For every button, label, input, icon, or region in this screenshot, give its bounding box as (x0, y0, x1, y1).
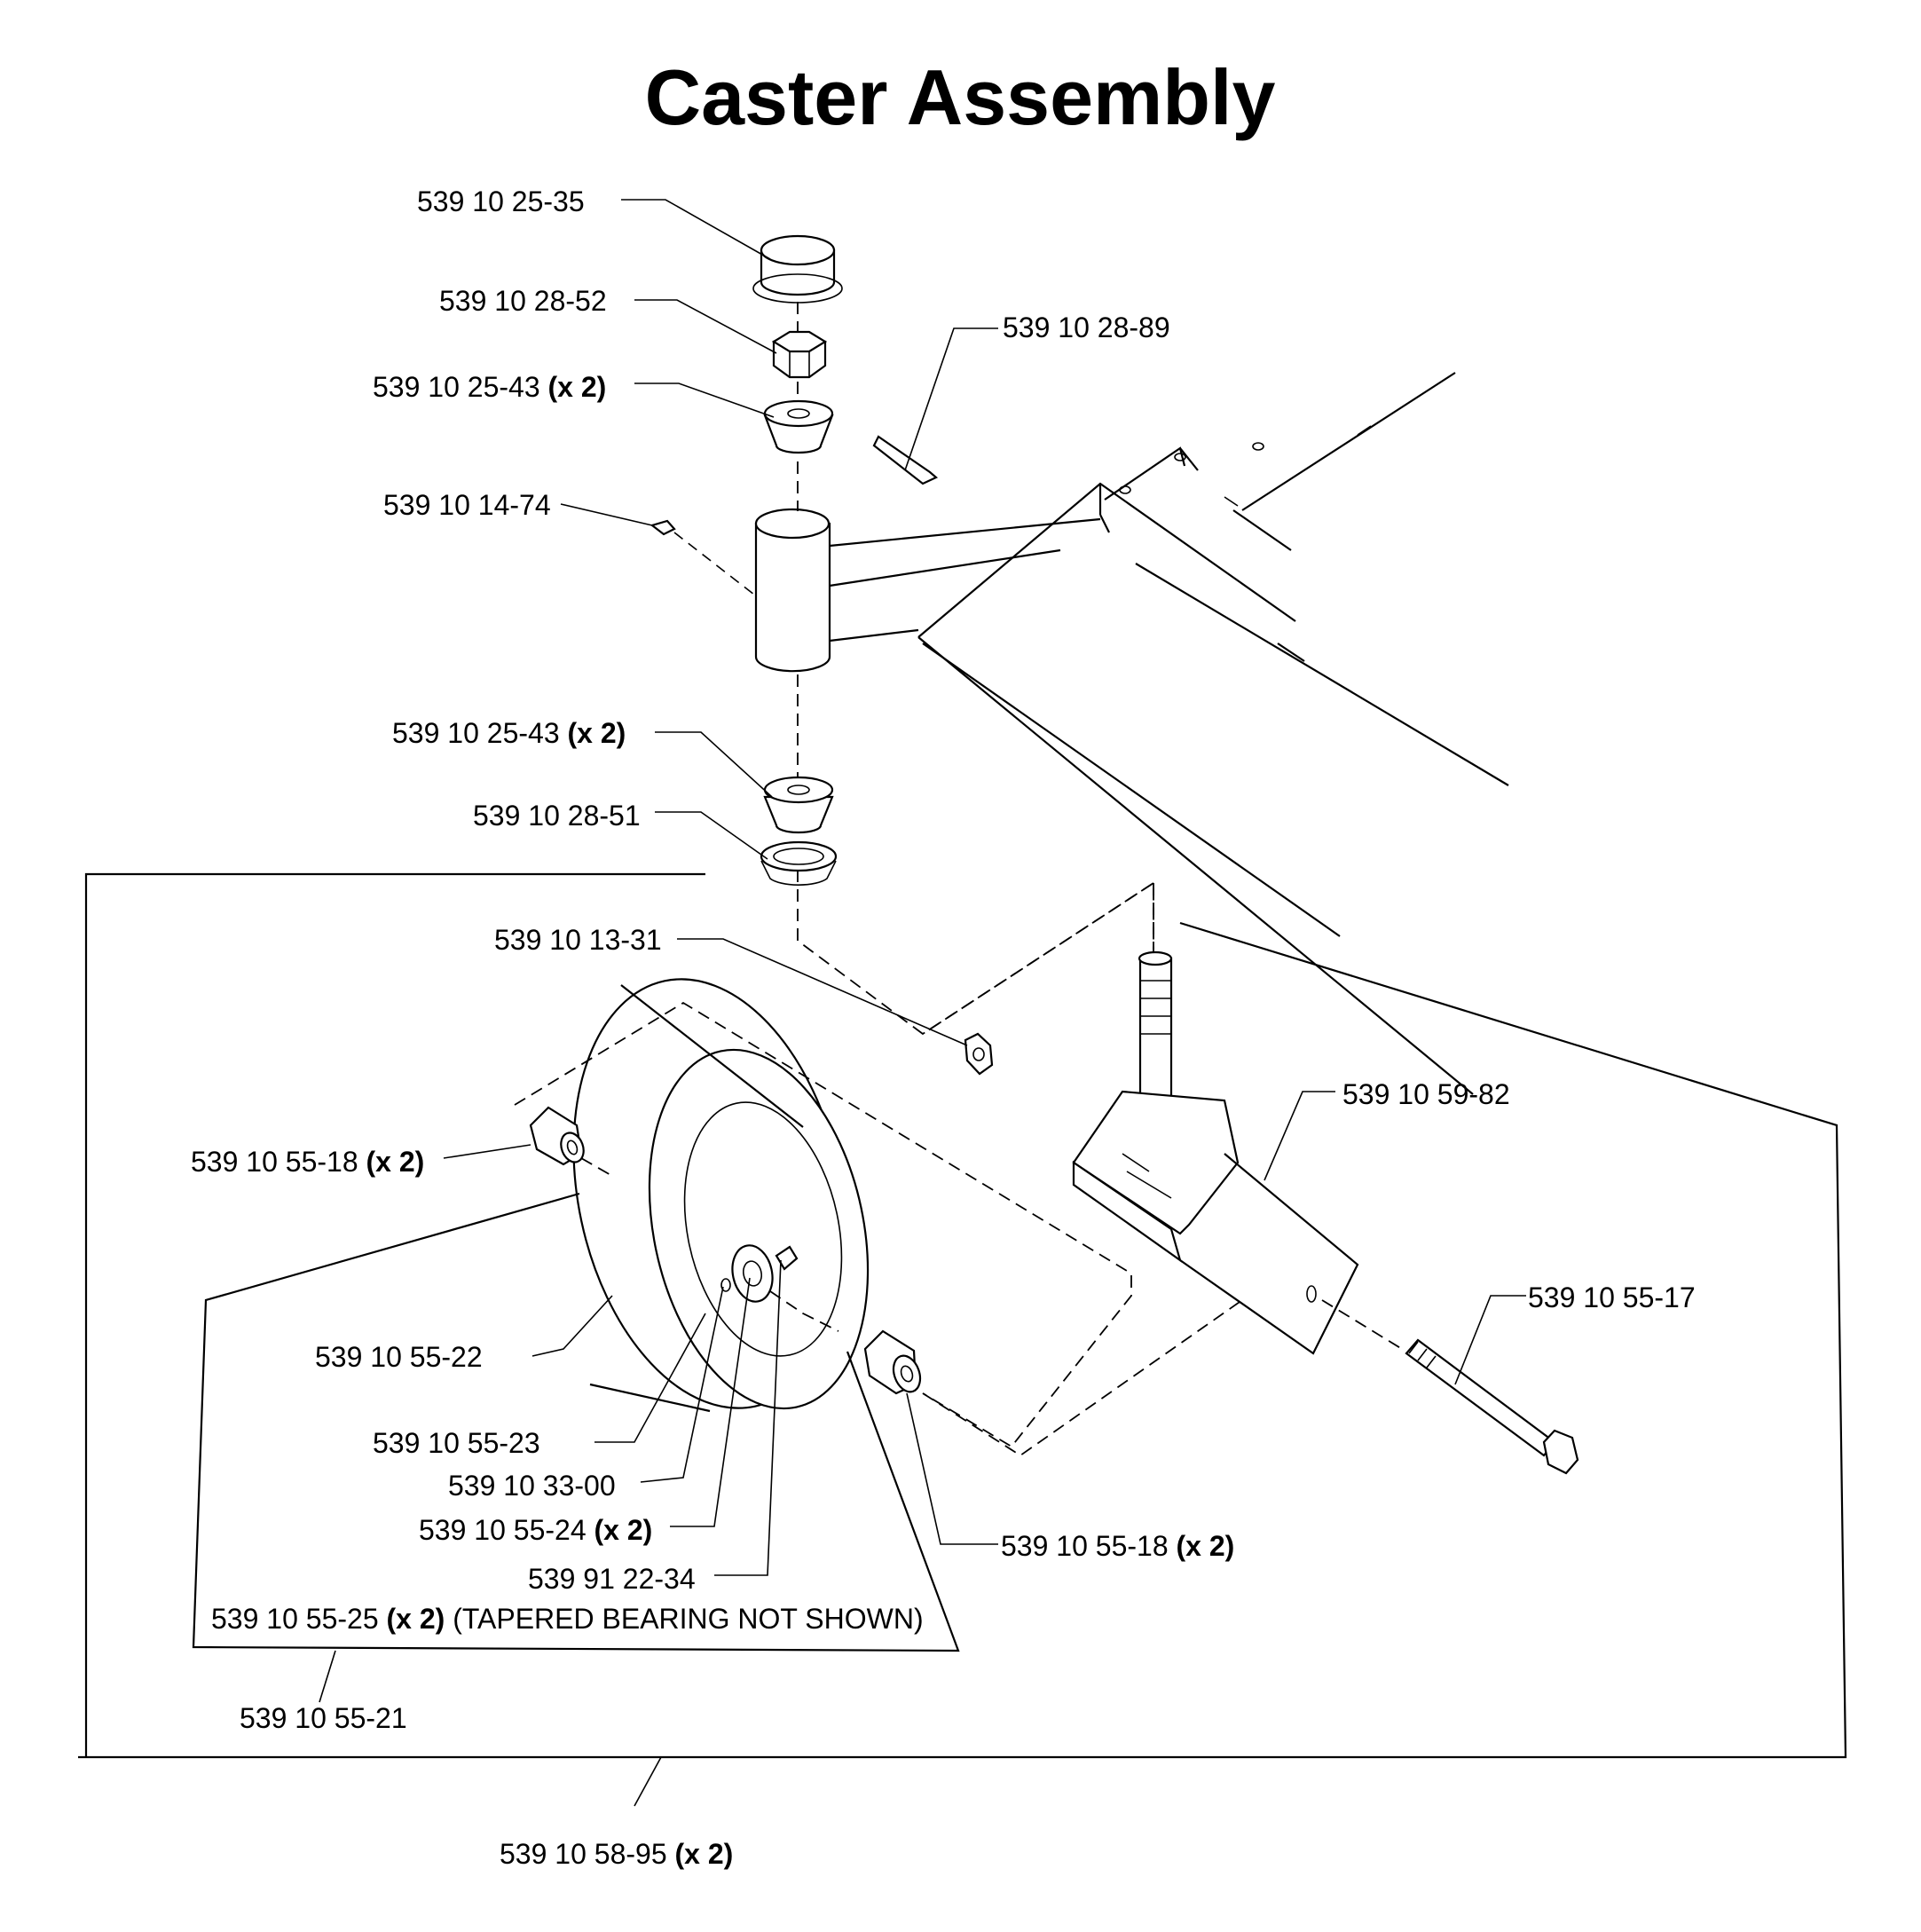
label-539-10-59-82: 539 10 59-82 (1342, 1078, 1510, 1110)
bearing-cone-bottom (763, 776, 834, 834)
label-539-10-55-18-right: 539 10 55-18 (x 2) (1001, 1530, 1234, 1562)
assembly-outline-58-95 (78, 872, 1847, 1759)
spindle-tube (754, 508, 1101, 673)
label-539-10-25-35: 539 10 25-35 (417, 185, 585, 217)
leader-lines (319, 199, 1526, 1807)
bearing-race (760, 840, 838, 886)
cotter-pin (872, 435, 939, 485)
label-539-10-14-74: 539 10 14-74 (383, 489, 551, 521)
label-539-10-55-21: 539 10 55-21 (240, 1702, 407, 1734)
label-539-10-58-95: 539 10 58-95 (x 2) (500, 1838, 733, 1870)
label-539-10-28-89: 539 10 28-89 (1003, 311, 1170, 343)
mower-deck-frame (917, 372, 1509, 1095)
page-title: Caster Assembly (645, 53, 1276, 141)
label-539-10-55-22: 539 10 55-22 (315, 1341, 483, 1373)
label-539-10-13-31: 539 10 13-31 (494, 924, 662, 956)
label-539-91-22-34: 539 91 22-34 (528, 1563, 696, 1595)
castle-nut (771, 330, 828, 379)
label-539-10-25-43-top: 539 10 25-43 (x 2) (373, 371, 606, 403)
caster-fork (1072, 950, 1359, 1355)
dust-cap (752, 234, 843, 304)
fork-nut (964, 1032, 994, 1076)
spacer-right (863, 1329, 922, 1395)
label-539-10-55-25: 539 10 55-25 (x 2) (TAPERED BEARING NOT … (211, 1603, 924, 1635)
grease-fitting (650, 519, 755, 595)
label-539-10-28-51: 539 10 28-51 (473, 800, 641, 832)
caster-wheel (572, 978, 870, 1413)
label-539-10-55-24: 539 10 55-24 (x 2) (419, 1514, 652, 1546)
label-539-10-55-17: 539 10 55-17 (1528, 1281, 1696, 1313)
label-539-10-28-52: 539 10 28-52 (439, 285, 607, 317)
bearing-cone-top (763, 399, 834, 454)
assembly-outline-55-21 (192, 1192, 960, 1652)
axle-bolt (1321, 1299, 1579, 1475)
label-539-10-25-43-bottom: 539 10 25-43 (x 2) (392, 717, 626, 749)
label-539-10-55-23: 539 10 55-23 (373, 1427, 540, 1459)
label-539-10-55-18-left: 539 10 55-18 (x 2) (191, 1146, 424, 1178)
label-539-10-33-00: 539 10 33-00 (448, 1470, 616, 1502)
wheel-hub (720, 1244, 799, 1303)
spacer-left (529, 1106, 585, 1166)
